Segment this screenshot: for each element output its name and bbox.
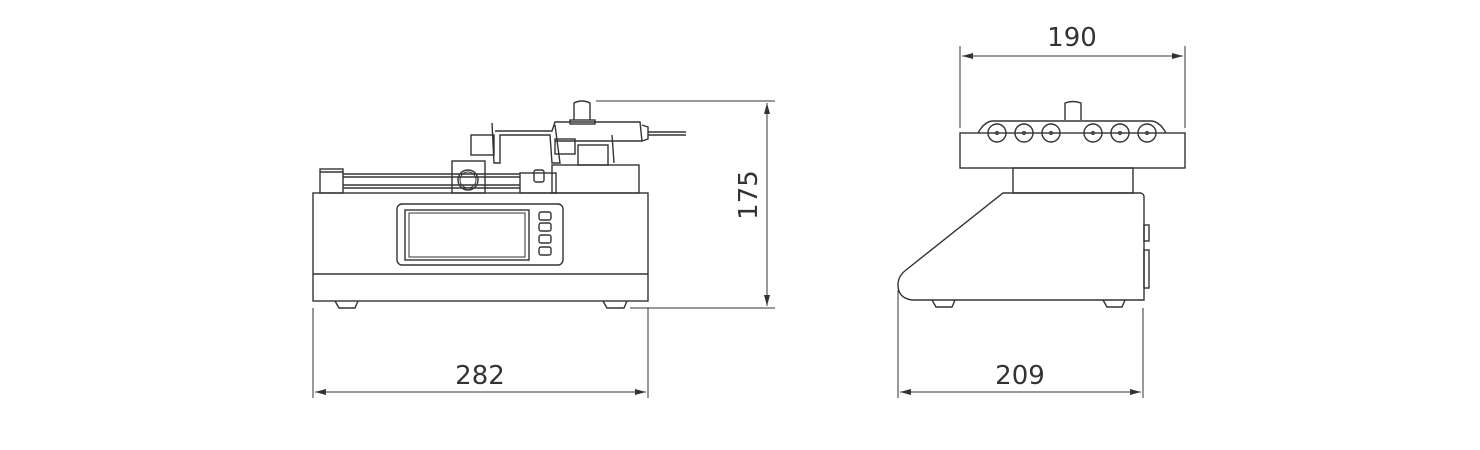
end-block [319, 168, 344, 194]
lcd-screen [404, 209, 530, 261]
side-connector [1143, 249, 1150, 289]
clamp [519, 172, 557, 194]
foot [931, 299, 956, 308]
foot [1102, 299, 1126, 308]
dimension-label: 190 [1047, 23, 1097, 53]
side-view-pump [897, 100, 1186, 308]
foot [602, 300, 628, 309]
dimension-label: 282 [455, 361, 505, 391]
base-housing [897, 192, 1145, 301]
syringe-tray [959, 132, 1186, 169]
dimension-190: 190 [959, 23, 1186, 128]
foot [334, 300, 359, 309]
dimension-282: 282 [312, 308, 649, 398]
side-connector [1143, 224, 1150, 242]
upper-block [551, 164, 640, 194]
knob [573, 100, 591, 120]
display-bezel [396, 203, 564, 266]
syringe-rollers [987, 123, 1157, 143]
column [1012, 167, 1134, 194]
main-body [312, 192, 649, 302]
knob [1064, 100, 1082, 120]
pusher-block [451, 160, 486, 194]
control-buttons [538, 211, 552, 256]
dimension-209: 209 [897, 290, 1144, 398]
dimension-label: 209 [995, 361, 1045, 391]
dimension-175: 175 [596, 100, 775, 309]
front-view-pump [312, 100, 686, 309]
dimension-label: 175 [734, 170, 764, 220]
